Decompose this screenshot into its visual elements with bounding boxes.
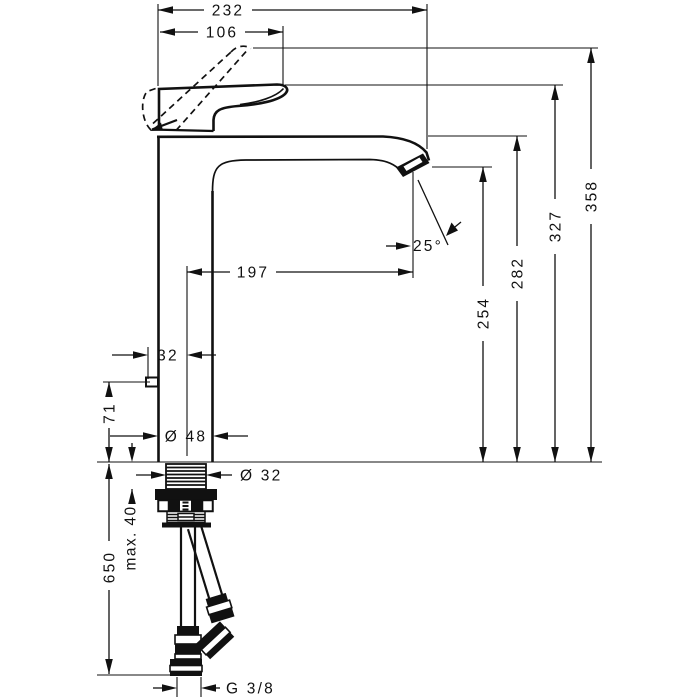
dimension-labels: 232 106 358 327 282 254 197 25° 32 71 Ø … (102, 3, 601, 698)
dim-handle-reach: 106 (206, 25, 238, 42)
faucet-outline (145, 83, 431, 462)
hose-end-nut (170, 659, 202, 666)
dim-outlet-angle: 25° (413, 238, 443, 255)
dim-height-total: 358 (584, 180, 601, 212)
extension-lines (97, 4, 602, 697)
arrowheads (105, 6, 595, 692)
dim-shank-diameter: Ø 32 (240, 468, 282, 485)
aerator-outlet (403, 157, 423, 171)
shank-flange (155, 489, 217, 500)
spout-top (156, 135, 431, 161)
mounting-nut (157, 499, 214, 513)
lower-thread (166, 510, 206, 524)
dim-height-outlet: 254 (476, 297, 493, 329)
handle-raised-position-dashed (141, 45, 252, 132)
hose-angled (186, 524, 235, 624)
dim-max-deck-thickness: max. 40 (123, 506, 140, 571)
supply-hoses (169, 524, 235, 676)
dim-height-handle: 327 (548, 210, 565, 242)
dim-spout-reach: 197 (237, 265, 269, 282)
dim-height-above-deck: 71 (102, 402, 119, 424)
dim-height-spout: 282 (510, 257, 527, 289)
dim-connection-thread: G 3/8 (226, 681, 275, 698)
dim-overall-depth: 232 (212, 3, 244, 20)
spout-underside (211, 158, 400, 193)
threaded-shank (165, 463, 207, 490)
label-gaps (101, 2, 599, 590)
dim-offset-pin: 32 (157, 348, 179, 365)
handle-lever-inner-edge (239, 87, 285, 106)
nut-bottom-flange (162, 522, 211, 528)
mounting-assembly (155, 463, 217, 528)
hose-straight (169, 527, 203, 676)
dim-body-diameter: Ø 48 (165, 429, 207, 446)
handle-pin (150, 122, 163, 131)
hose-angled-end-nut (195, 621, 235, 660)
dim-hose-length: 650 (102, 551, 119, 583)
handle-lever (157, 83, 289, 131)
